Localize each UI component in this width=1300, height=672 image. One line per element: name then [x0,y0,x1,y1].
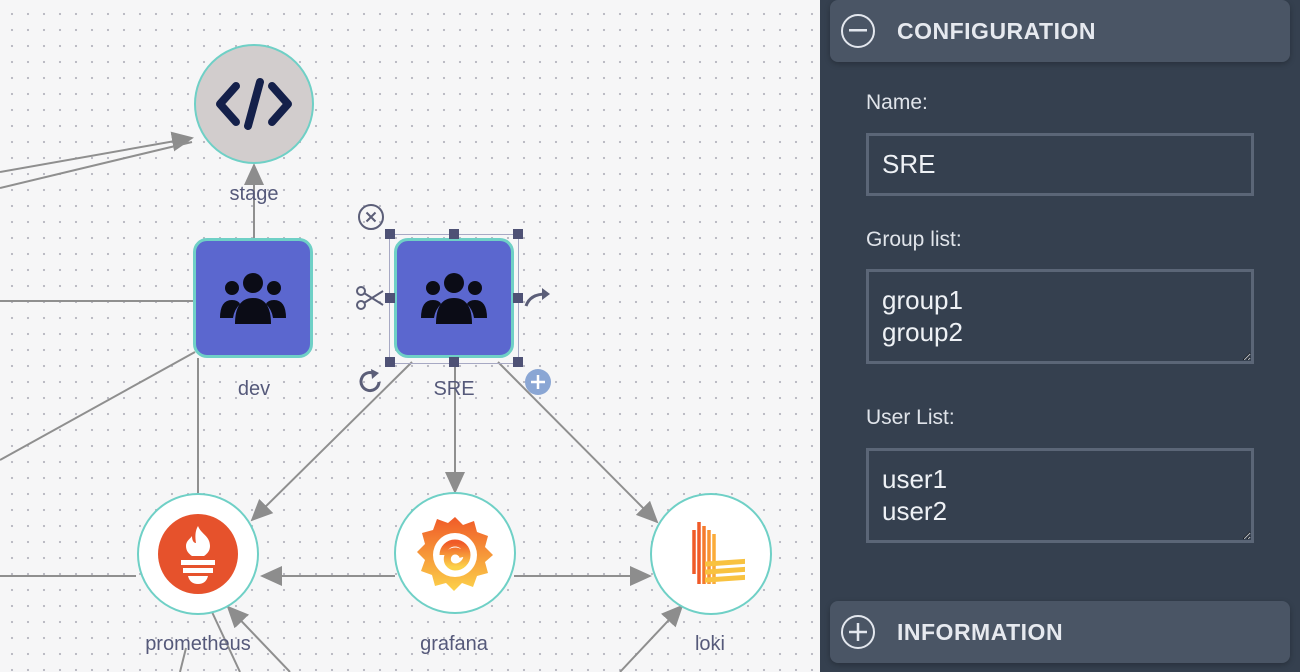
stage-node[interactable] [194,44,314,164]
node-label: SRE [433,378,475,400]
node-label: stage [229,183,279,205]
configuration-header[interactable]: CONFIGURATION [830,0,1290,62]
cut-icon[interactable] [355,285,385,311]
configuration-title: CONFIGURATION [897,17,1097,44]
edge[interactable] [226,605,291,672]
user-list-label: User List: [866,406,955,429]
group-list-label: Group list: [866,228,962,251]
edge[interactable] [0,351,196,461]
resize-handle[interactable] [385,293,395,303]
node-label: prometheus [145,633,251,655]
rotate-icon[interactable] [357,368,385,396]
node-label: loki [694,633,726,655]
loki-node[interactable] [650,493,772,615]
diagram-edges [0,131,684,672]
node-label: dev [237,378,271,400]
resize-handle[interactable] [513,229,523,239]
information-title: INFORMATION [897,618,1064,645]
loki-icon [692,522,745,584]
resize-handle[interactable] [449,229,459,239]
resize-handle[interactable] [385,229,395,239]
diagram-canvas[interactable]: stage dev [0,0,820,672]
grafana-icon [417,517,493,591]
code-icon [216,78,292,130]
expand-icon[interactable] [841,615,875,649]
delete-icon[interactable] [357,203,385,231]
prometheus-icon [158,514,238,594]
resize-handle[interactable] [449,357,459,367]
edge[interactable] [619,604,684,672]
group-list-textarea[interactable]: group1 group2 [866,269,1254,364]
edge[interactable] [0,141,193,189]
edge[interactable] [0,131,194,173]
name-label: Name: [866,91,928,114]
connect-icon[interactable] [524,286,552,310]
resize-handle[interactable] [513,293,523,303]
edge[interactable] [179,647,187,672]
users-icon [220,273,286,324]
edge[interactable] [250,361,413,522]
resize-handle[interactable] [385,357,395,367]
resize-handle[interactable] [513,357,523,367]
collapse-icon[interactable] [841,14,875,48]
grafana-node[interactable] [394,492,516,614]
sre-node[interactable] [394,238,514,358]
dev-node[interactable] [193,238,313,358]
edge[interactable] [497,361,659,524]
properties-panel: CONFIGURATION Name: Group list: group1 g… [820,0,1300,672]
add-icon[interactable] [524,368,552,396]
information-header[interactable]: INFORMATION [830,601,1290,663]
edge[interactable] [211,611,241,672]
node-label: grafana [420,633,488,655]
users-icon [421,273,487,324]
user-list-textarea[interactable]: user1 user2 [866,448,1254,543]
prometheus-node[interactable] [137,493,259,615]
name-input[interactable] [866,133,1254,196]
